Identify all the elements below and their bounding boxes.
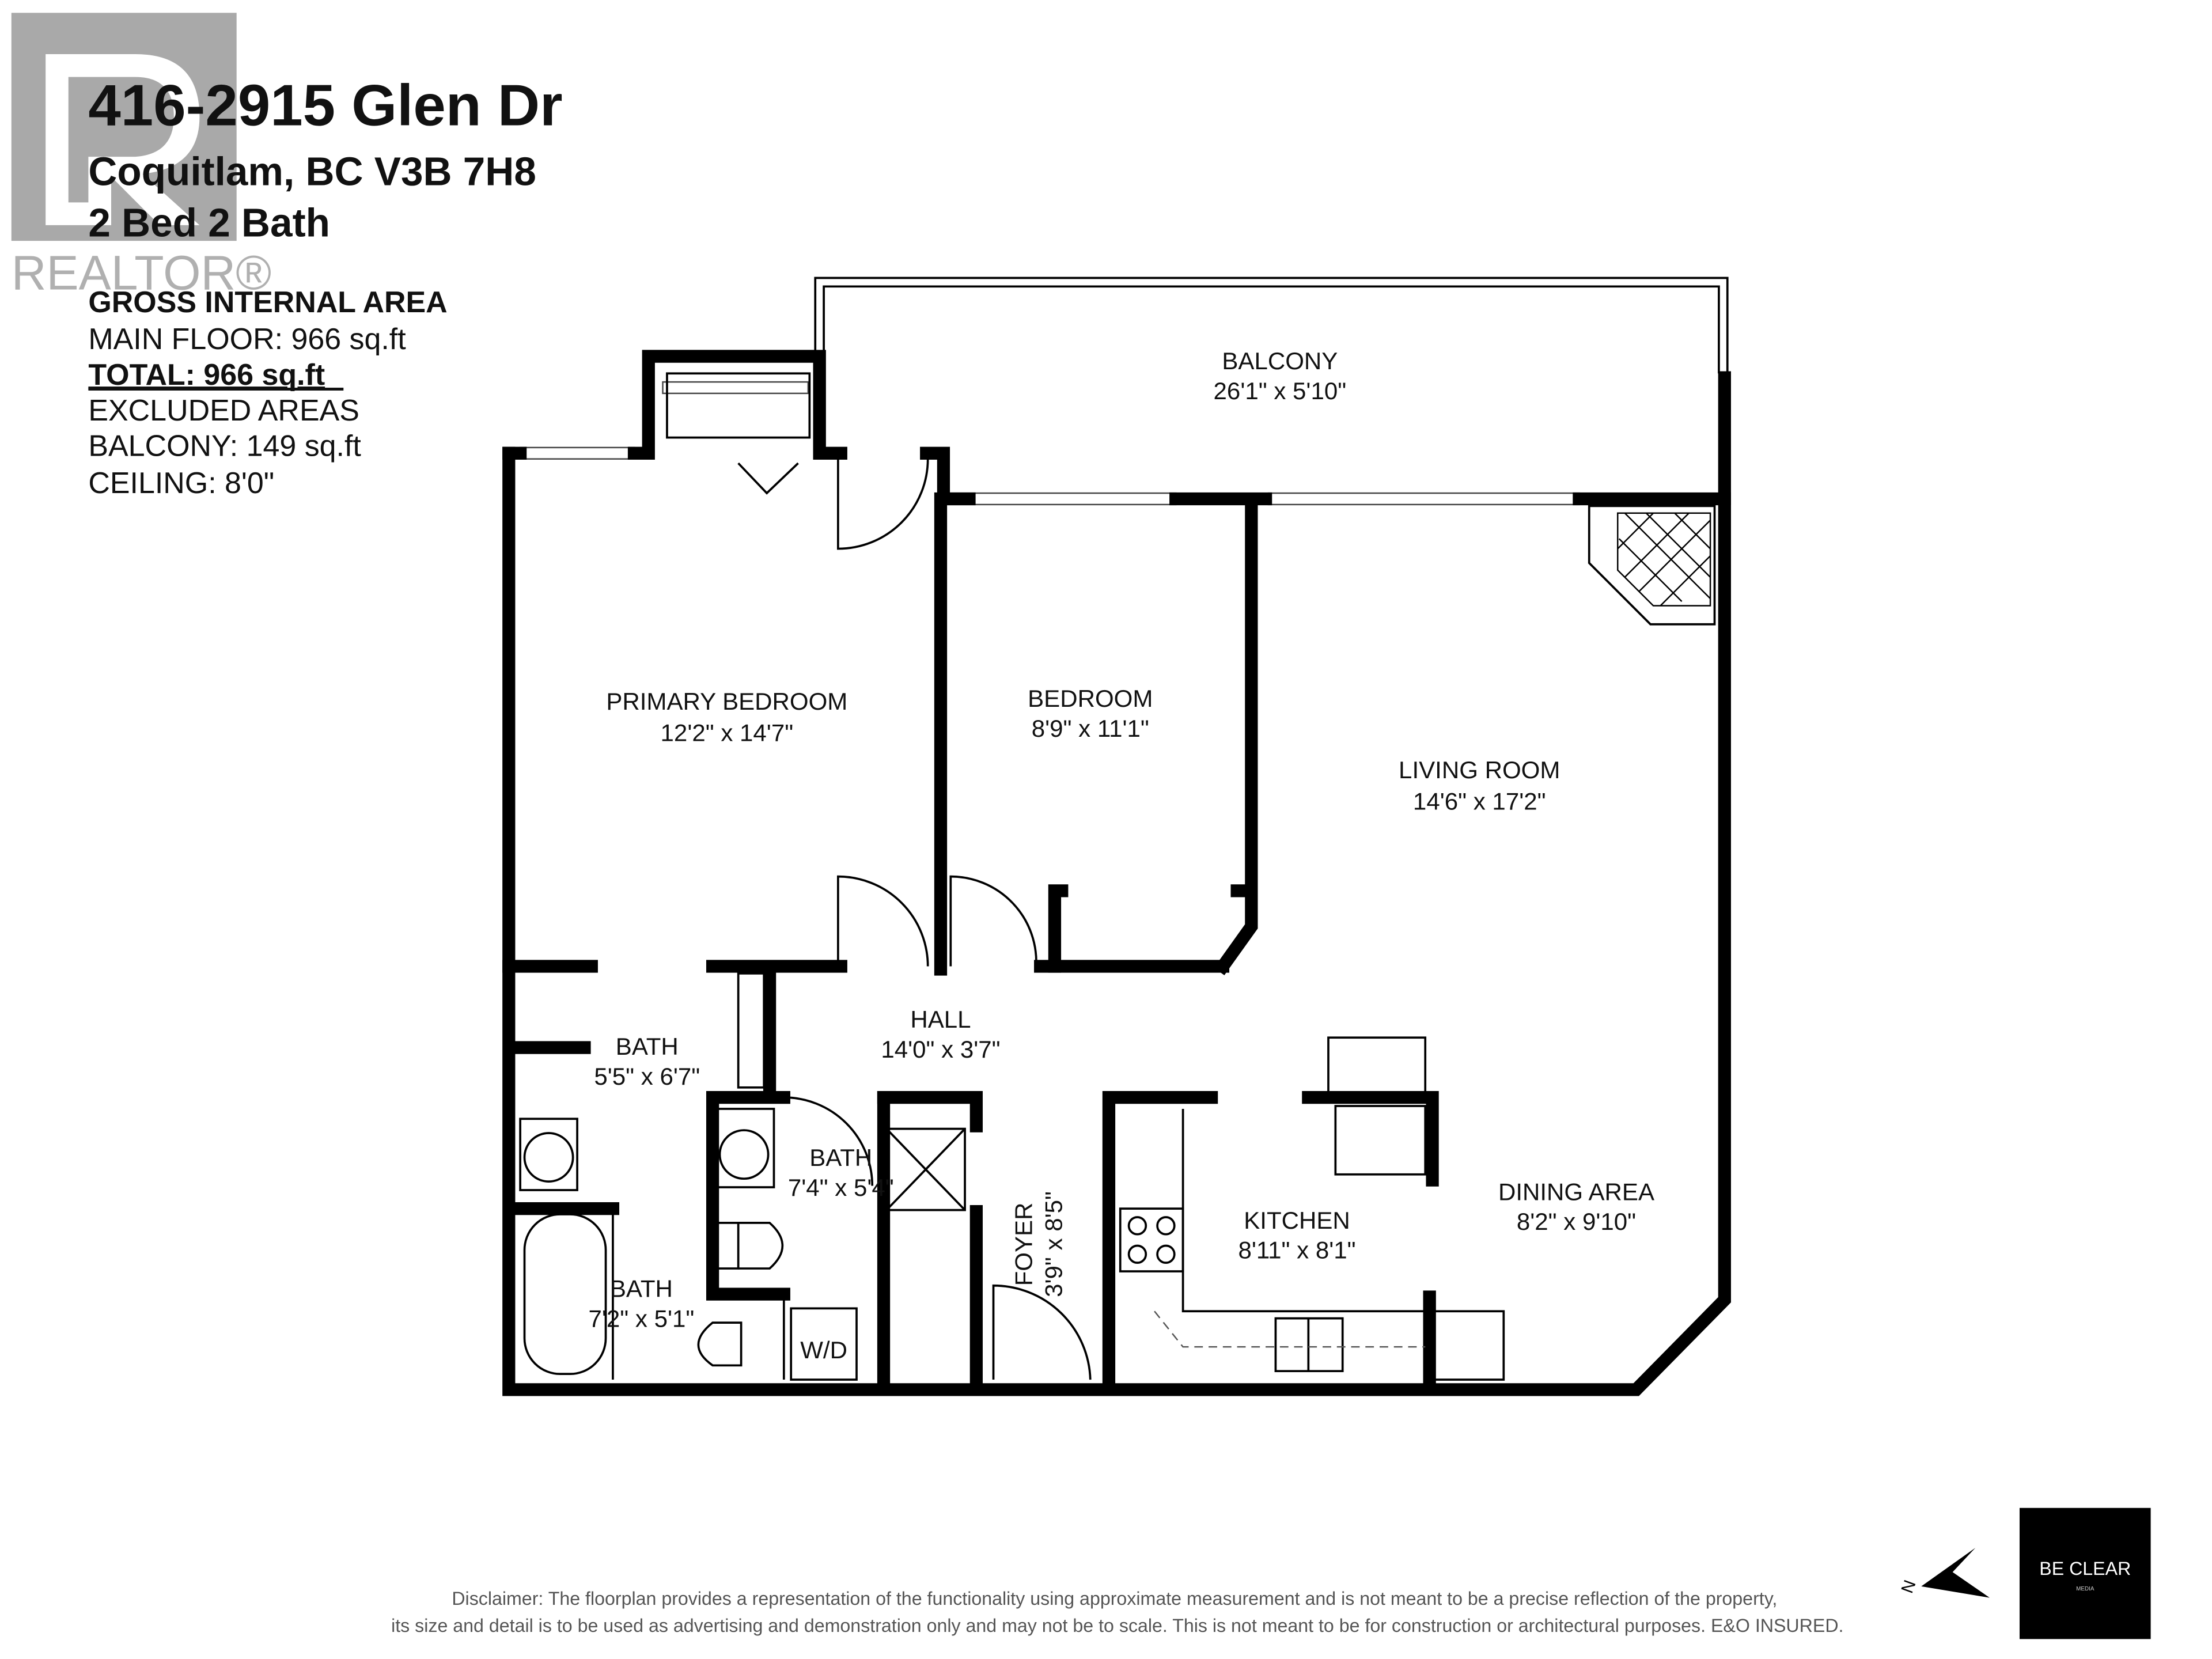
area-heading: GROSS INTERNAL AREA bbox=[88, 286, 447, 319]
svg-text:BATH: BATH bbox=[616, 1033, 679, 1060]
beclear-logo: BE CLEAR MEDIA bbox=[2019, 1508, 2151, 1639]
svg-text:BALCONY: BALCONY bbox=[1222, 347, 1338, 374]
svg-text:BEDROOM: BEDROOM bbox=[1028, 685, 1153, 712]
doors bbox=[737, 459, 1092, 1380]
ceiling-height: CEILING: 8'0" bbox=[88, 467, 274, 500]
svg-text:8'9" x 11'1": 8'9" x 11'1" bbox=[1032, 715, 1149, 742]
room-bedroom: BEDROOM 8'9" x 11'1" bbox=[1028, 685, 1153, 742]
svg-text:5'5" x 6'7": 5'5" x 6'7" bbox=[594, 1063, 700, 1090]
svg-text:26'1" x 5'10": 26'1" x 5'10" bbox=[1214, 377, 1347, 404]
room-kitchen: KITCHEN 8'11" x 8'1" bbox=[1238, 1207, 1355, 1264]
svg-text:BATH: BATH bbox=[610, 1275, 673, 1302]
svg-text:BE CLEAR: BE CLEAR bbox=[2039, 1558, 2131, 1579]
svg-text:FOYER: FOYER bbox=[1010, 1203, 1037, 1286]
walls bbox=[502, 350, 1731, 1396]
svg-text:14'0" x 3'7": 14'0" x 3'7" bbox=[881, 1036, 1000, 1063]
excluded-heading: EXCLUDED AREAS bbox=[88, 394, 359, 427]
svg-text:7'4" x 5'4": 7'4" x 5'4" bbox=[788, 1174, 894, 1201]
svg-text:KITCHEN: KITCHEN bbox=[1244, 1207, 1350, 1234]
beds-baths: 2 Bed 2 Bath bbox=[88, 200, 330, 245]
windows bbox=[519, 381, 1580, 506]
washer-dryer-label: W/D bbox=[800, 1336, 847, 1363]
svg-text:BATH: BATH bbox=[809, 1144, 872, 1171]
fixtures bbox=[519, 372, 1505, 1381]
disclaimer-line-2: its size and detail is to be used as adv… bbox=[391, 1615, 1843, 1636]
room-bath-1: BATH 5'5" x 6'7" bbox=[594, 1033, 700, 1090]
svg-text:3'9" x 8'5": 3'9" x 8'5" bbox=[1040, 1191, 1067, 1297]
total-area: TOTAL: 966 sq.ft bbox=[88, 358, 325, 392]
room-bath-3: BATH 7'2" x 5'1" bbox=[588, 1275, 694, 1332]
north-arrow-icon: N bbox=[1897, 1548, 1990, 1598]
room-hall: HALL 14'0" x 3'7" bbox=[881, 1006, 1000, 1063]
svg-text:8'11" x 8'1": 8'11" x 8'1" bbox=[1238, 1237, 1355, 1264]
svg-text:7'2" x 5'1": 7'2" x 5'1" bbox=[588, 1305, 694, 1332]
svg-text:LIVING ROOM: LIVING ROOM bbox=[1399, 756, 1560, 783]
balcony-area: BALCONY: 149 sq.ft bbox=[88, 430, 361, 463]
area-summary: GROSS INTERNAL AREA MAIN FLOOR: 966 sq.f… bbox=[88, 286, 447, 500]
svg-text:MEDIA: MEDIA bbox=[2076, 1586, 2094, 1592]
svg-text:PRIMARY BEDROOM: PRIMARY BEDROOM bbox=[606, 688, 847, 715]
room-dining: DINING AREA 8'2" x 9'10" bbox=[1498, 1178, 1654, 1235]
address-title: 416-2915 Glen Dr bbox=[88, 73, 562, 138]
svg-text:14'6" x 17'2": 14'6" x 17'2" bbox=[1413, 787, 1546, 815]
room-balcony: BALCONY 26'1" x 5'10" bbox=[1214, 347, 1347, 404]
main-floor-area: MAIN FLOOR: 966 sq.ft bbox=[88, 323, 406, 356]
room-bath-2: BATH 7'4" x 5'4" bbox=[788, 1144, 894, 1201]
svg-text:REALTOR®: REALTOR® bbox=[12, 245, 271, 300]
balcony-outline bbox=[814, 276, 1729, 378]
room-primary-bedroom: PRIMARY BEDROOM 12'2" x 14'7" bbox=[606, 688, 847, 746]
svg-text:DINING AREA: DINING AREA bbox=[1498, 1178, 1654, 1205]
city: Coquitlam, BC V3B 7H8 bbox=[88, 149, 536, 194]
svg-text:12'2" x 14'7": 12'2" x 14'7" bbox=[661, 719, 794, 747]
room-living: LIVING ROOM 14'6" x 17'2" bbox=[1399, 756, 1560, 815]
fireplace bbox=[1588, 505, 1716, 626]
svg-text:8'2" x 9'10": 8'2" x 9'10" bbox=[1517, 1208, 1636, 1235]
realtor-logo: REALTOR® bbox=[11, 13, 271, 300]
svg-text:N: N bbox=[1897, 1578, 1919, 1596]
svg-text:HALL: HALL bbox=[910, 1006, 971, 1033]
disclaimer-line-1: Disclaimer: The floorplan provides a rep… bbox=[452, 1588, 1777, 1609]
